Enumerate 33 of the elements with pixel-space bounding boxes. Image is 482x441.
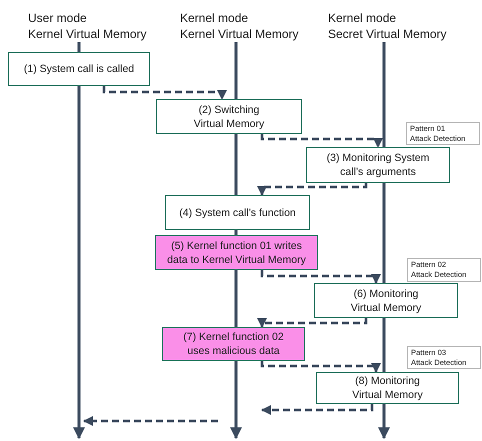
process-box — [165, 195, 310, 230]
highlighted-process-box — [155, 235, 318, 270]
highlighted-process-box — [162, 327, 305, 361]
message-arrow — [261, 404, 374, 415]
step-label: (3) Monitoring System call’s arguments — [326, 151, 430, 179]
process-box — [314, 283, 458, 318]
detection-tag — [407, 258, 481, 282]
lifeline-arrow — [73, 42, 85, 440]
message-arrow — [260, 270, 381, 284]
step-label: (4) System call’s function — [179, 206, 296, 220]
lane-title: User mode — [28, 10, 88, 26]
message-arrow — [257, 318, 368, 328]
step-label: (6) Monitoring Virtual Memory — [350, 286, 422, 314]
step-label: (2) Switching Virtual Memory — [192, 102, 266, 130]
lane-title: Kernel mode — [328, 10, 398, 26]
step-label: (8) Monitoring Virtual Memory — [351, 374, 424, 402]
step-label: (1) System call is called — [24, 62, 134, 76]
process-box — [8, 52, 150, 86]
detection-tag — [407, 346, 481, 369]
step-label: (5) Kernel function 01 writes data to Kernel Virtual Memory — [166, 238, 307, 266]
message-arrow — [257, 183, 368, 196]
lane-title: Secret Virtual Memory — [328, 26, 446, 42]
lane-title: Kernel Virtual Memory — [28, 26, 146, 42]
detection-tag — [406, 122, 480, 145]
message-arrow — [102, 86, 227, 100]
process-box — [306, 147, 450, 183]
step-label: (7) Kernel function 02 uses malicious data — [182, 330, 285, 358]
lane-title: Kernel mode — [180, 10, 250, 26]
process-box — [156, 99, 302, 134]
message-arrow — [260, 361, 381, 373]
process-box — [316, 372, 459, 404]
message-arrow — [260, 134, 383, 148]
lane-title: Kernel Virtual Memory — [180, 26, 298, 42]
